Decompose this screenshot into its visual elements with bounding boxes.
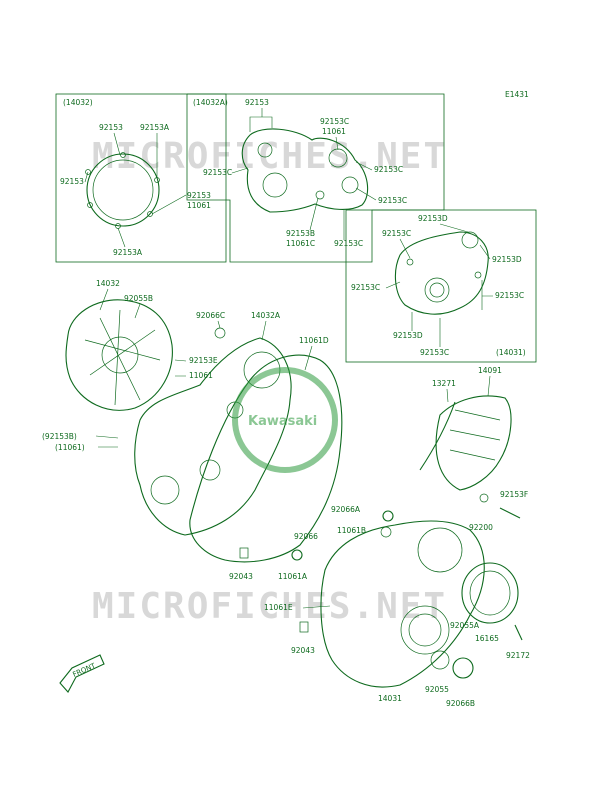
label-g2-92153: 92153 [245,98,269,107]
label-14032: 14032 [96,279,120,288]
inspection-cover-drawing [461,562,519,624]
label-g3-92153d-right: 92153D [492,255,522,264]
label-g3-92153d-top: 92153D [418,214,448,223]
label-92055a: 92055A [450,621,480,630]
label-92172: 92172 [506,651,530,660]
crankcase-left-drawing [134,337,292,536]
label-11061-paren: (11061) [55,443,85,452]
label-92066a: 92066A [331,505,361,514]
label-g2-title: (14032A) [193,98,228,107]
dowel-92043b-drawing [299,621,309,633]
gasket-group-box-14031 [345,209,537,363]
label-g3-92153c-bottom: 92153C [420,348,449,357]
label-g2-92153b: 92153B [286,229,315,238]
label-g2-92153c-right: 92153C [374,165,403,174]
label-14032a: 14032A [251,311,281,320]
bolt-92172-drawing [514,624,523,641]
o-ring-92066c [214,327,226,339]
label-92043-bottom: 92043 [291,646,315,655]
label-11061e: 11061E [264,603,293,612]
label-g2-11061: 11061 [322,127,346,136]
o-ring-11061b-drawing [380,526,392,538]
label-g2-92153c-right2: 92153C [378,196,407,205]
cap-92066b-drawing [452,657,474,679]
label-14091: 14091 [478,366,502,375]
label-92066: 92066 [294,532,318,541]
label-92153b-paren: (92153B) [42,432,77,441]
label-11061d: 11061D [299,336,329,345]
label-92043-left: 92043 [229,572,253,581]
plug-92066a-drawing [382,510,394,522]
label-g1-11061: 11061 [187,201,211,210]
label-g1-92153a: 92153A [140,123,170,132]
label-g3-92153c-top: 92153C [382,229,411,238]
label-92055: 92055 [425,685,449,694]
label-g1-92153: 92153 [99,123,123,132]
label-g2-92153c-bottom: 92153C [334,239,363,248]
label-g2-92153c-left: 92153C [203,168,232,177]
label-g1-92153-right: 92153 [187,191,211,200]
label-13271: 13271 [432,379,456,388]
sprocket-cover-drawing [435,395,512,491]
label-11061b: 11061B [337,526,366,535]
kawasaki-logo: Kawasaki [232,367,338,473]
svg-text:Kawasaki: Kawasaki [248,414,317,429]
generator-cover-drawing [320,520,485,688]
label-g2-92153c-top: 92153C [320,117,349,126]
svg-text:FRONT: FRONT [72,661,98,678]
label-g1-92153-left: 92153 [60,177,84,186]
label-92200: 92200 [469,523,493,532]
label-11061-mid: 11061 [189,371,213,380]
label-g3-92153c-right: 92153C [495,291,524,300]
label-92153f: 92153F [500,490,528,499]
label-14031: 14031 [378,694,402,703]
label-92153e: 92153E [189,356,218,365]
dowel-92043-drawing [239,547,249,559]
label-g3-92153d-bottom: 92153D [393,331,423,340]
watermark-top: MICROFICHES.NET [92,136,447,177]
generator-cover-gasket-drawing [394,231,489,315]
gasket-group-box-14032a [186,93,445,263]
label-g1-title: (14032) [63,98,93,107]
label-11061a: 11061A [278,572,308,581]
crankcase-cover-gasket-drawing [241,128,369,213]
label-g3-92153c-left: 92153C [351,283,380,292]
bolt-92153f-drawing [499,507,521,519]
label-92066c: 92066C [196,311,225,320]
o-ring-92055-drawing [430,650,450,670]
label-16165: 16165 [475,634,499,643]
chain-guide-13271-drawing [419,401,456,471]
front-arrow: FRONT [59,654,105,693]
gasket-group-box-14032 [55,93,227,263]
plug-92066-drawing [291,549,303,561]
clutch-cover-drawing [65,299,173,411]
watermark-bottom: MICROFICHES.NET [92,586,447,627]
label-92055b: 92055B [124,294,153,303]
diagram-code: E1431 [505,90,529,99]
label-g2-11061c: 11061C [286,239,315,248]
washer-92200-drawing [479,493,489,503]
label-g1-92153a-bottom: 92153A [113,248,143,257]
label-g3-title: (14031) [496,348,526,357]
label-92066b: 92066B [446,699,475,708]
